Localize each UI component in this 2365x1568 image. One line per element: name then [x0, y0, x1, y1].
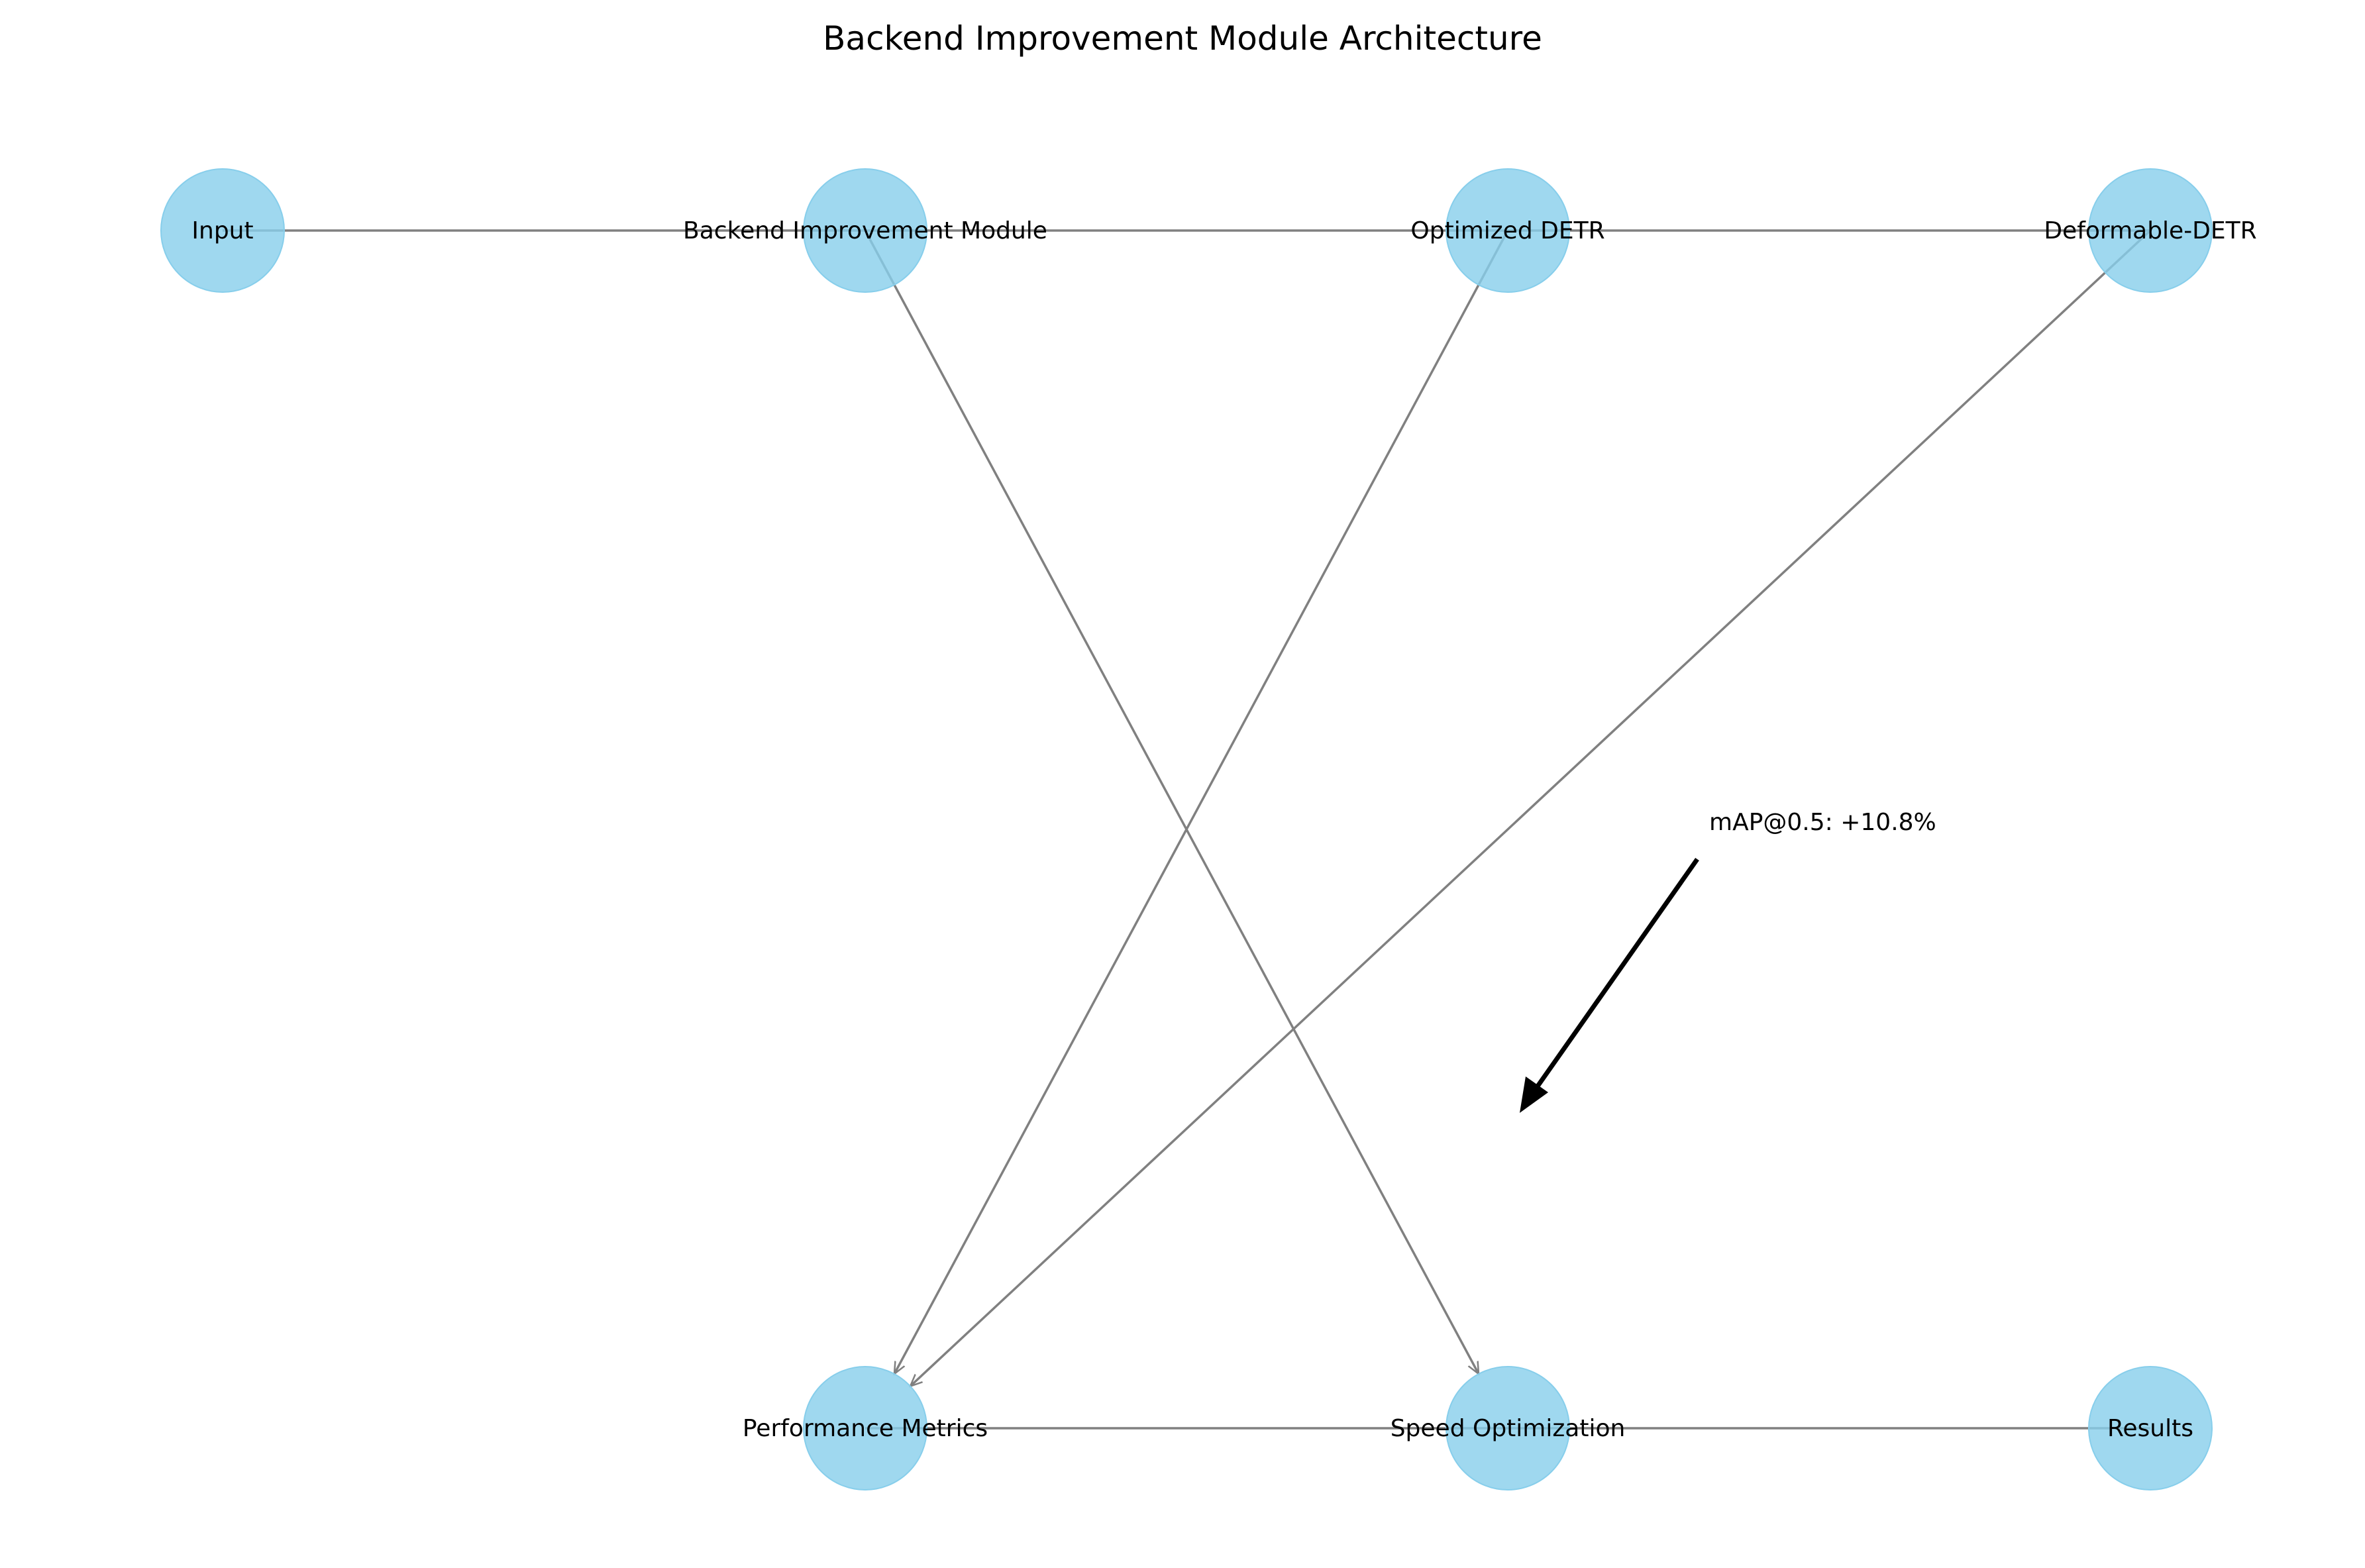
annotation-arrowhead — [1520, 1076, 1548, 1113]
node-detr — [1445, 168, 1570, 293]
edge-detr-metrics — [893, 230, 1509, 1374]
node-backend — [803, 168, 927, 293]
node-speed — [1445, 1366, 1570, 1490]
node-label-speed: Speed Optimization — [1391, 1415, 1626, 1442]
node-label-backend: Backend Improvement Module — [683, 217, 1047, 244]
diagram-title: Backend Improvement Module Architecture — [823, 19, 1542, 58]
node-results — [2088, 1366, 2213, 1490]
node-label-deformable: Deformable-DETR — [2044, 217, 2256, 244]
node-label-results: Results — [2107, 1415, 2193, 1442]
label-layer: Input Backend Improvement Module Optimized… — [191, 217, 2256, 1442]
node-layer — [160, 168, 2213, 1490]
edge-layer — [223, 229, 2152, 1430]
node-label-metrics: Performance Metrics — [743, 1415, 988, 1442]
edge-backend-speed — [864, 230, 1480, 1374]
node-metrics — [803, 1366, 927, 1490]
node-deformable — [2088, 168, 2213, 293]
annotation: mAP@0.5: +10.8% — [1520, 809, 1936, 1113]
annotation-arrow — [1534, 857, 1699, 1091]
node-label-input: Input — [191, 217, 253, 244]
node-input — [160, 168, 285, 293]
annotation-text: mAP@0.5: +10.8% — [1709, 809, 1936, 836]
node-label-detr: Optimized DETR — [1410, 217, 1604, 244]
edge-deformable-metrics — [910, 229, 2152, 1386]
